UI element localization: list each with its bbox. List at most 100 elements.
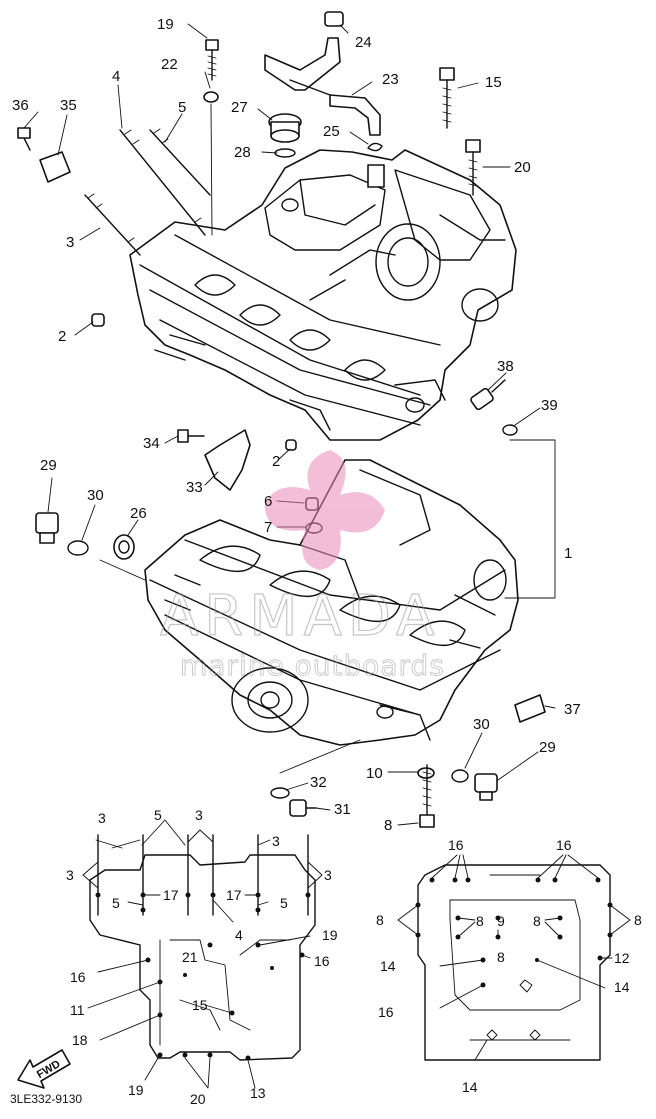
svg-text:21: 21 xyxy=(182,949,198,965)
svg-text:11: 11 xyxy=(70,1002,85,1018)
svg-text:8: 8 xyxy=(376,912,384,928)
svg-text:14: 14 xyxy=(462,1079,478,1095)
svg-text:14: 14 xyxy=(380,958,396,974)
plug-31 xyxy=(289,799,317,817)
plug-29-left xyxy=(35,512,59,544)
label-28: 28 xyxy=(234,144,251,161)
detail-lower-bolt-holes xyxy=(415,877,613,988)
svg-text:15: 15 xyxy=(192,997,208,1013)
label-3: 3 xyxy=(66,234,74,251)
svg-text:20: 20 xyxy=(190,1091,206,1107)
label-35: 35 xyxy=(60,97,77,114)
label-24: 24 xyxy=(355,34,372,51)
svg-text:16: 16 xyxy=(556,837,572,853)
label-36: 36 xyxy=(12,97,29,114)
svg-text:16: 16 xyxy=(378,1004,394,1020)
label-20: 20 xyxy=(514,159,531,176)
svg-text:16: 16 xyxy=(448,837,464,853)
svg-text:8: 8 xyxy=(533,913,541,929)
label-26: 26 xyxy=(130,505,147,522)
bracket-35 xyxy=(39,151,71,183)
label-5: 5 xyxy=(178,99,186,116)
label-34: 34 xyxy=(143,435,160,452)
oil-filler-cap-27 xyxy=(268,113,302,143)
stud-3 xyxy=(84,193,141,256)
svg-text:18: 18 xyxy=(72,1032,88,1048)
svg-text:16: 16 xyxy=(314,953,330,969)
label-4: 4 xyxy=(112,68,120,85)
plug-26 xyxy=(113,534,135,560)
svg-text:3: 3 xyxy=(195,807,203,823)
svg-text:4: 4 xyxy=(235,927,243,943)
svg-text:3: 3 xyxy=(98,810,106,826)
o-ring-32 xyxy=(270,787,290,799)
bolt-34 xyxy=(177,429,205,443)
label-33: 33 xyxy=(186,479,203,496)
label-2b: 2 xyxy=(272,453,280,470)
plate-33 xyxy=(204,429,251,491)
gasket-30-right xyxy=(451,769,469,783)
hose-23 xyxy=(264,11,381,136)
svg-text:3: 3 xyxy=(324,867,332,883)
svg-text:5: 5 xyxy=(154,807,162,823)
detail-bolt-holes xyxy=(95,892,311,1061)
label-27: 27 xyxy=(231,99,248,116)
reference-code: 3LE332-9130 xyxy=(10,1092,82,1106)
svg-text:8: 8 xyxy=(497,949,505,965)
clip-25 xyxy=(367,142,383,152)
svg-text:14: 14 xyxy=(614,979,630,995)
label-10: 10 xyxy=(366,765,383,782)
label-23: 23 xyxy=(382,71,399,88)
clip-24 xyxy=(324,11,344,27)
dowel-2b xyxy=(285,439,297,451)
svg-text:13: 13 xyxy=(250,1085,266,1101)
label-2: 2 xyxy=(58,328,66,345)
bolt-20 xyxy=(465,139,481,196)
label-39: 39 xyxy=(541,397,558,414)
detail-upper-leaders xyxy=(82,819,323,1089)
fitting-stub xyxy=(367,164,385,188)
bracket-37 xyxy=(514,694,546,723)
detail-upper-bolt-pattern: 3 5 3 3 3 3 5 17 17 5 4 19 21 16 16 11 1… xyxy=(66,807,338,1107)
label-37: 37 xyxy=(564,701,581,718)
label-19: 19 xyxy=(157,16,174,33)
o-ring-39 xyxy=(502,424,518,436)
label-32: 32 xyxy=(310,774,327,791)
plug-29-right xyxy=(474,773,498,801)
part-labels: 19 24 22 23 15 4 5 36 35 27 25 28 20 3 2… xyxy=(12,16,581,834)
svg-text:12: 12 xyxy=(614,950,630,966)
svg-text:9: 9 xyxy=(497,913,505,929)
forward-marker: FWD xyxy=(35,1058,63,1081)
svg-text:8: 8 xyxy=(476,913,484,929)
detail-upper-labels: 3 5 3 3 3 3 5 17 17 5 4 19 21 16 16 11 1… xyxy=(66,807,338,1107)
bolt-19 xyxy=(205,39,219,81)
detail-lower-bolt-pattern: 16 16 8 8 9 8 8 8 14 12 14 16 14 xyxy=(376,837,642,1095)
label-30-right: 30 xyxy=(473,716,490,733)
svg-text:3: 3 xyxy=(66,867,74,883)
sensor-38 xyxy=(470,379,506,411)
label-29-left: 29 xyxy=(40,457,57,474)
label-15: 15 xyxy=(485,74,502,91)
detail-lower-labels: 16 16 8 8 9 8 8 8 14 12 14 16 14 xyxy=(376,837,642,1095)
o-ring-28 xyxy=(274,148,296,158)
bolt-15 xyxy=(439,67,455,129)
watermark-brand: ARMADA xyxy=(160,584,440,649)
leader-lines xyxy=(23,23,556,826)
svg-text:3: 3 xyxy=(272,833,280,849)
label-1: 1 xyxy=(564,545,572,562)
dowel-2 xyxy=(91,313,105,327)
upper-crankcase xyxy=(129,149,517,441)
label-7: 7 xyxy=(264,519,272,536)
watermark: ARMADA marine outboards xyxy=(159,450,444,682)
stud-5 xyxy=(149,128,211,196)
label-29-right: 29 xyxy=(539,739,556,756)
label-8: 8 xyxy=(384,817,392,834)
svg-text:8: 8 xyxy=(634,912,642,928)
label-25: 25 xyxy=(323,123,340,140)
forward-arrow-icon: FWD xyxy=(17,1049,71,1089)
label-6: 6 xyxy=(264,493,272,510)
washer-22 xyxy=(203,91,219,103)
svg-text:17: 17 xyxy=(163,887,179,903)
label-22: 22 xyxy=(161,56,178,73)
